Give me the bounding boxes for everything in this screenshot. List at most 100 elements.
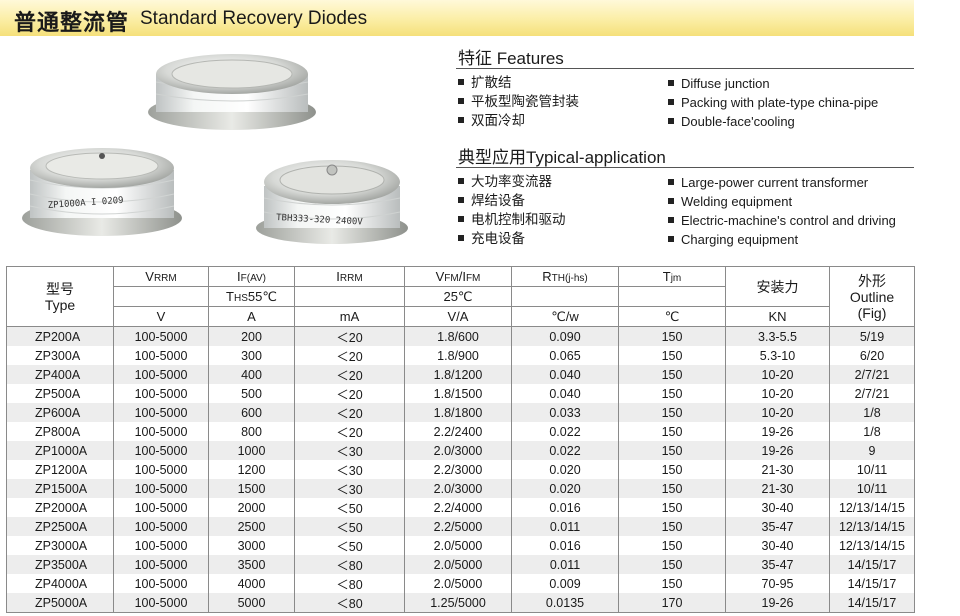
cell-type: ZP1500A <box>6 479 114 498</box>
cell-rth: 0.009 <box>511 574 619 593</box>
unit-vfm: V/A <box>404 306 512 327</box>
cell-irrm: ＜30 <box>294 441 405 460</box>
cell-rth: 0.040 <box>511 384 619 403</box>
cell-mounting-force: 35-47 <box>725 555 830 574</box>
diode-image-left: ZP1000A I 0209 <box>22 148 182 236</box>
feature-item: Diffuse junction <box>668 74 918 93</box>
col-header-vfm: VFM/IFM <box>404 266 512 287</box>
application-item: 电机控制和驱动 <box>458 211 658 230</box>
cell-irrm: ＜30 <box>294 460 405 479</box>
cell-tjm: 150 <box>618 536 726 555</box>
cell-mounting-force: 21-30 <box>725 479 830 498</box>
col-header-vrrm: VRRM <box>113 266 209 287</box>
cell-tjm: 150 <box>618 517 726 536</box>
cell-irrm: ＜20 <box>294 326 405 346</box>
bullet-icon <box>458 197 464 203</box>
cell-irrm: ＜80 <box>294 555 405 574</box>
cell-vrrm: 100-5000 <box>113 517 209 536</box>
unit-irrm: mA <box>294 306 405 327</box>
cell-type: ZP2500A <box>6 517 114 536</box>
cell-mounting-force: 3.3-5.5 <box>725 326 830 346</box>
col-header-irrm: IRRM <box>294 266 405 287</box>
cell-vrrm: 100-5000 <box>113 326 209 346</box>
cell-vfm-ifm: 1.25/5000 <box>404 593 512 613</box>
bullet-icon <box>668 217 674 223</box>
cell-type: ZP4000A <box>6 574 114 593</box>
cell-vfm-ifm: 2.0/5000 <box>404 574 512 593</box>
cell-mounting-force: 10-20 <box>725 365 830 384</box>
cell-if: 200 <box>208 326 295 346</box>
cond-vfm: 25℃ <box>404 286 512 307</box>
cell-tjm: 150 <box>618 346 726 365</box>
cell-vfm-ifm: 1.8/600 <box>404 326 512 346</box>
cell-type: ZP2000A <box>6 498 114 517</box>
cell-if: 4000 <box>208 574 295 593</box>
cell-irrm: ＜20 <box>294 384 405 403</box>
cell-vrrm: 100-5000 <box>113 555 209 574</box>
cell-vfm-ifm: 2.0/5000 <box>404 536 512 555</box>
cell-if: 800 <box>208 422 295 441</box>
cell-tjm: 150 <box>618 326 726 346</box>
bullet-icon <box>458 117 464 123</box>
cell-vrrm: 100-5000 <box>113 498 209 517</box>
cell-outline: 2/7/21 <box>829 365 915 384</box>
cell-rth: 0.016 <box>511 536 619 555</box>
page-title-cn: 普通整流管 <box>14 11 130 36</box>
cell-irrm: ＜50 <box>294 536 405 555</box>
cell-mounting-force: 21-30 <box>725 460 830 479</box>
cell-tjm: 150 <box>618 498 726 517</box>
application-item: Electric-machine's control and driving <box>668 211 918 230</box>
cell-irrm: ＜80 <box>294 574 405 593</box>
cell-vrrm: 100-5000 <box>113 384 209 403</box>
cell-mounting-force: 35-47 <box>725 517 830 536</box>
bullet-icon <box>458 216 464 222</box>
bullet-icon <box>668 99 674 105</box>
cell-vfm-ifm: 1.8/900 <box>404 346 512 365</box>
bullet-icon <box>668 179 674 185</box>
cell-rth: 0.022 <box>511 441 619 460</box>
bullet-icon <box>458 79 464 85</box>
cell-rth: 0.022 <box>511 422 619 441</box>
cell-vfm-ifm: 2.2/4000 <box>404 498 512 517</box>
cond-empty <box>618 286 726 307</box>
cell-mounting-force: 5.3-10 <box>725 346 830 365</box>
cell-if: 600 <box>208 403 295 422</box>
col-header-if: IF(AV) <box>208 266 295 287</box>
cell-type: ZP3000A <box>6 536 114 555</box>
col-header-tjm: Tjm <box>618 266 726 287</box>
feature-item: 平板型陶瓷管封装 <box>458 93 658 112</box>
cell-rth: 0.0135 <box>511 593 619 613</box>
unit-rth: ℃/w <box>511 306 619 327</box>
cell-rth: 0.033 <box>511 403 619 422</box>
cell-outline: 12/13/14/15 <box>829 517 915 536</box>
cell-mounting-force: 19-26 <box>725 422 830 441</box>
cell-type: ZP400A <box>6 365 114 384</box>
application-item: 充电设备 <box>458 230 658 249</box>
cell-if: 2500 <box>208 517 295 536</box>
features-title: 特征 Features <box>458 49 564 68</box>
feature-item: 扩散结 <box>458 74 658 93</box>
diode-image-right: TBH333-320 2400V <box>256 160 408 244</box>
cell-tjm: 150 <box>618 555 726 574</box>
cell-if: 5000 <box>208 593 295 613</box>
applications-divider <box>456 167 914 168</box>
cond-ths: THS55℃ <box>208 286 295 307</box>
bullet-icon <box>668 80 674 86</box>
unit-vrrm: V <box>113 306 209 327</box>
cell-tjm: 150 <box>618 479 726 498</box>
cell-outline: 12/13/14/15 <box>829 536 915 555</box>
cell-rth: 0.040 <box>511 365 619 384</box>
applications-list-en: Large-power current transformer Welding … <box>668 173 918 249</box>
cell-vrrm: 100-5000 <box>113 593 209 613</box>
cell-outline: 14/15/17 <box>829 593 915 613</box>
bullet-icon <box>668 198 674 204</box>
